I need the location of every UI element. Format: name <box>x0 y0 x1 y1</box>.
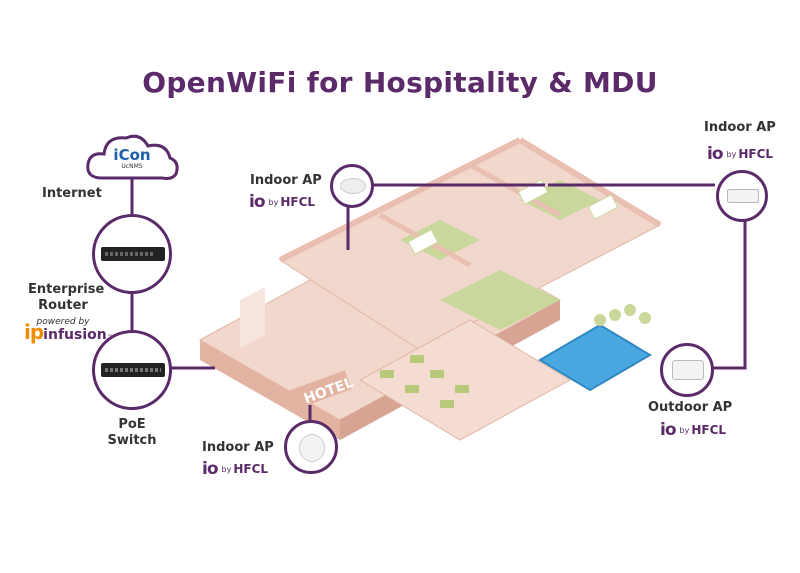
cloud-node: iCon UcNMS <box>82 128 182 184</box>
poe-switch-node <box>92 330 172 410</box>
poe-switch-label: PoE Switch <box>107 417 157 448</box>
indoor-ap-right-label: Indoor AP <box>704 120 776 135</box>
outdoor-ap-device-icon <box>672 360 704 380</box>
internet-label: Internet <box>42 186 102 201</box>
powered-by-label: powered by <box>36 317 90 327</box>
cloud-sublabel: UcNMS <box>121 163 143 170</box>
router-label: Enterprise Router powered by <box>28 282 104 330</box>
cloud-brand: iCon <box>113 146 151 164</box>
switch-device-icon <box>101 363 165 377</box>
indoor-ap-right-node <box>716 170 768 222</box>
indoor-ap-top-node <box>330 164 374 208</box>
page-title: OpenWiFi for Hospitality & MDU <box>142 66 658 99</box>
ipinfusion-logo: ipinfusion™ <box>24 320 113 344</box>
indoor-ap-top-label: Indoor AP <box>250 173 322 188</box>
ap-device-icon <box>340 178 366 194</box>
router-node <box>92 214 172 294</box>
router-device-icon <box>101 247 165 261</box>
indoor-ap-bottom-node <box>284 420 338 474</box>
ap-device-icon <box>299 434 325 462</box>
outdoor-ap-node <box>660 343 714 397</box>
hotel-building-illustration: HOTEL <box>198 137 662 441</box>
indoor-ap-bottom-label: Indoor AP <box>202 440 274 455</box>
ap-device-icon <box>727 189 759 203</box>
outdoor-ap-label: Outdoor AP <box>648 400 733 415</box>
